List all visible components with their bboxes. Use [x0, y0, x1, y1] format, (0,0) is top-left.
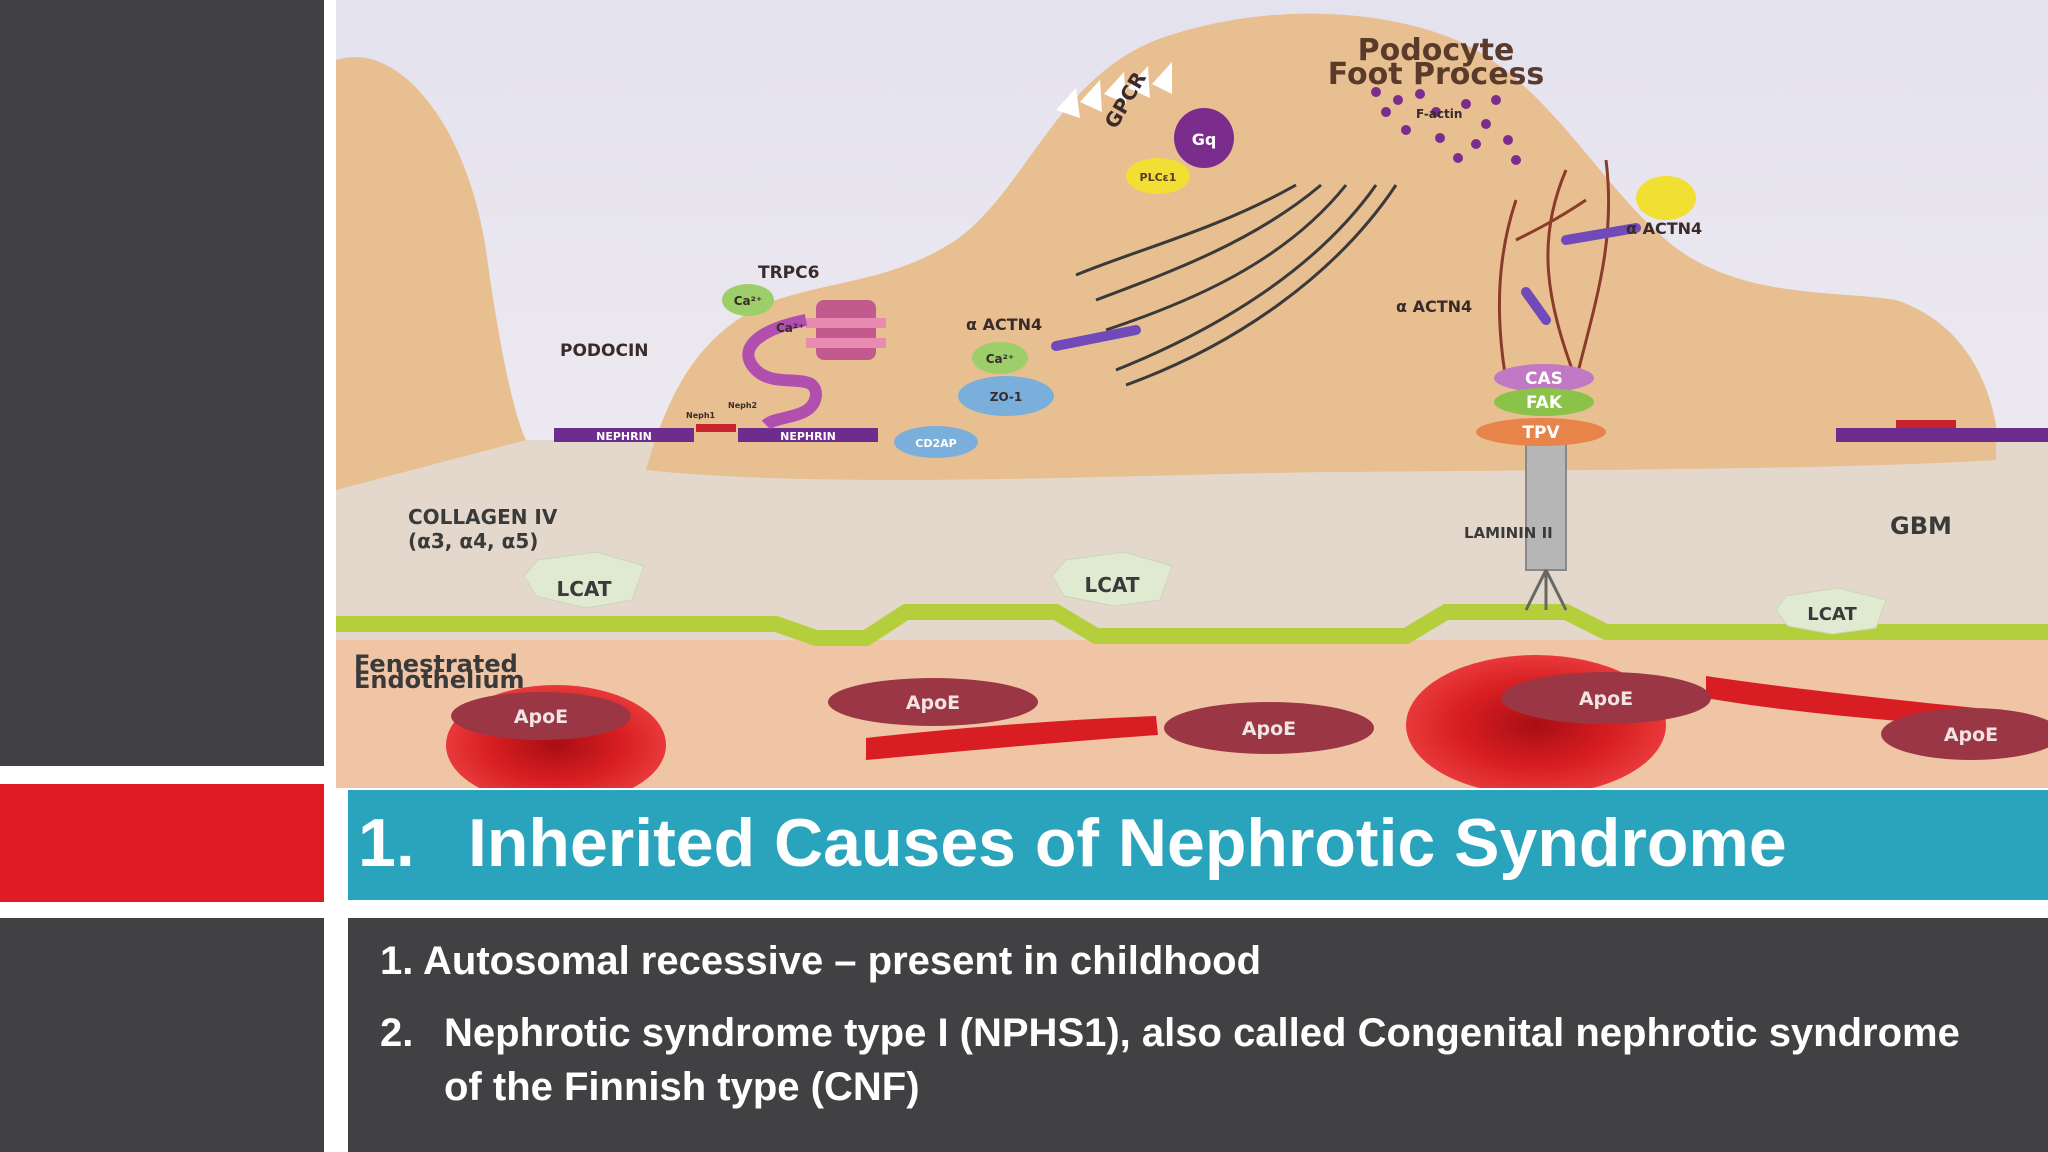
apoe-label-1: ApoE: [514, 706, 568, 728]
left-sidebar-bottom: [0, 918, 324, 1152]
slide-title: 1.Inherited Causes of Nephrotic Syndrome: [358, 804, 1787, 882]
lcat-label-3: LCAT: [1807, 604, 1857, 625]
slide-title-text: Inherited Causes of Nephrotic Syndrome: [468, 805, 1787, 881]
f-actin-label: F-actin: [1416, 107, 1462, 121]
cd2ap-label: CD2AP: [915, 437, 956, 450]
cas-label: CAS: [1525, 369, 1563, 389]
bullet-2-text: Nephrotic syndrome type I (NPHS1), also …: [444, 1006, 2004, 1114]
slit-red-right: [1896, 420, 1956, 428]
plc-label: PLCε1: [1140, 171, 1177, 184]
collagen-label-2: (α3, α4, α5): [408, 529, 538, 553]
slide-title-number: 1.: [358, 804, 468, 882]
actn4-right-label: α ACTN4: [1626, 219, 1702, 238]
neph1-label: Neph1: [686, 411, 716, 420]
slide-title-bar: 1.Inherited Causes of Nephrotic Syndrome: [348, 790, 2048, 900]
left-accent-red-block: [0, 784, 324, 902]
apoe-label-5: ApoE: [1944, 724, 1998, 746]
neph2-label: Neph2: [728, 401, 757, 410]
integrin-circle: [1636, 176, 1696, 220]
bullet-2: 2.Nephrotic syndrome type I (NPHS1), als…: [380, 1006, 2020, 1114]
ca-label-3: Ca²⁺: [986, 352, 1015, 366]
apoe-label-2: ApoE: [906, 692, 960, 714]
ca-label-2: Ca²⁺: [776, 321, 805, 335]
collagen-label-1: COLLAGEN IV: [408, 505, 558, 529]
slit-red-left: [696, 424, 736, 432]
apoe-label-4: ApoE: [1579, 688, 1633, 710]
trpc6-label: TRPC6: [758, 263, 819, 283]
podocin-label: PODOCIN: [560, 341, 649, 361]
ca-label-1: Ca²⁺: [734, 294, 763, 308]
podocyte-label-2: Foot Process: [1328, 57, 1545, 92]
bullet-1-text: Autosomal recessive – present in childho…: [423, 939, 1261, 983]
podocyte-diagram: Podocyte Foot Process GPCR Gq PLCε1 F-ac…: [336, 0, 2048, 788]
bullet-1: 1. Autosomal recessive – present in chil…: [380, 934, 1261, 988]
zo1-label: ZO-1: [990, 390, 1022, 404]
fenestrated-label-2: Endothelium: [354, 666, 525, 694]
laminin-label: LAMININ II: [1464, 524, 1553, 542]
bullet-2-number: 2.: [380, 1006, 444, 1060]
gbm-label: GBM: [1890, 512, 1952, 540]
lcat-label-2: LCAT: [1085, 573, 1140, 597]
slide-content: 1. Autosomal recessive – present in chil…: [348, 918, 2048, 1152]
nephrin-bar-right: [1836, 428, 2048, 442]
actn4-mid-label: α ACTN4: [1396, 297, 1472, 316]
laminin-column: [1526, 440, 1566, 570]
nephrin-label-1: NEPHRIN: [596, 430, 652, 443]
gq-label: Gq: [1192, 130, 1217, 149]
tpv-label: TPV: [1522, 423, 1560, 443]
left-sidebar-top: [0, 0, 324, 766]
apoe-label-3: ApoE: [1242, 718, 1296, 740]
trpc6-channel: [816, 300, 876, 360]
bullet-1-number: 1.: [380, 934, 413, 988]
actn4-left-label: α ACTN4: [966, 315, 1042, 334]
nephrin-label-2: NEPHRIN: [780, 430, 836, 443]
fak-label: FAK: [1526, 393, 1563, 413]
lcat-label-1: LCAT: [557, 577, 612, 601]
